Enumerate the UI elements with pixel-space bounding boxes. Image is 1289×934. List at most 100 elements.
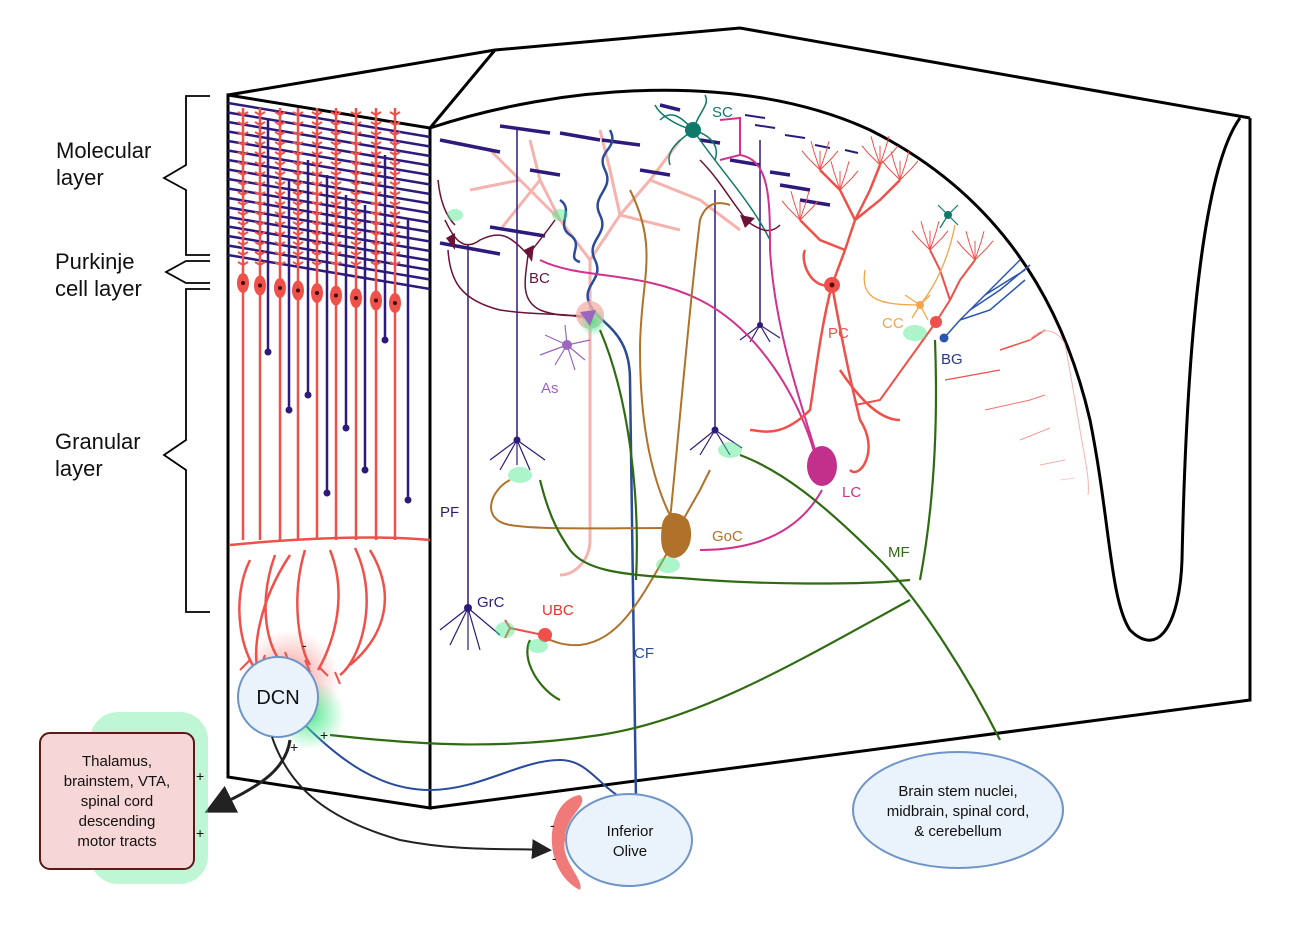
granule-axon-terminal <box>323 489 331 497</box>
purkinje-column <box>254 108 266 540</box>
granular-layer-label: Granular layer <box>55 428 141 482</box>
svg-text:+: + <box>320 727 328 743</box>
granule-axon-terminal <box>404 496 412 504</box>
basket-cell <box>437 179 591 319</box>
thalamus-line: Thalamus, <box>81 753 153 770</box>
label-bg: BG <box>941 351 963 368</box>
purkinje-column <box>311 108 323 540</box>
molecular-layer-label: Molecular layer <box>56 137 151 191</box>
granular-line-1: Granular <box>55 429 141 454</box>
purkinje-column <box>350 108 362 540</box>
parallel-fiber-line <box>227 168 431 205</box>
parallel-fiber-line <box>227 120 431 158</box>
dcn-to-thalamus-arrow <box>204 739 292 813</box>
thalamus-line: descending <box>78 813 156 830</box>
label-grc: GrC <box>477 594 505 611</box>
brainstem-node[interactable] <box>852 751 1064 869</box>
parallel-fiber-dashes-top <box>744 114 859 154</box>
olive-line: Olive <box>612 843 648 860</box>
ubc-cell-soma <box>538 628 552 642</box>
label-pf: PF <box>440 504 459 521</box>
granular-line-2: layer <box>55 456 103 481</box>
purkinje-line-2: cell layer <box>55 276 142 301</box>
purkinje-column <box>274 108 286 540</box>
fading-purkinje-trees <box>1029 330 1089 496</box>
stellate-cell-2 <box>937 204 959 229</box>
olive-inhibitory-crescent <box>551 795 583 890</box>
label-cc: CC <box>882 315 904 332</box>
purkinje-layer-label: Purkinje cell layer <box>55 248 142 302</box>
thalamus-line: spinal cord <box>80 793 154 810</box>
parallel-fiber-line <box>227 101 431 139</box>
sign-labels: - + + + + - - <box>196 637 557 866</box>
granule-axon-terminal <box>304 391 312 399</box>
brainstem-line: & cerebellum <box>914 823 1002 840</box>
label-bc: BC <box>529 270 550 287</box>
molecular-line-2: layer <box>56 165 104 190</box>
ubc-cell <box>504 619 544 639</box>
purkinje-cell-small <box>854 249 976 406</box>
thalamus-line: motor tracts <box>77 833 157 850</box>
climbing-fiber-to-dcn <box>304 724 631 803</box>
purkinje-column <box>237 108 249 540</box>
inferior-olive-text: Inferior Olive <box>580 822 680 862</box>
granule-axon-grid <box>264 120 412 504</box>
dcn-to-olive-arrow <box>271 736 552 860</box>
label-as: As <box>541 380 559 397</box>
mossy-fibers <box>329 329 1001 746</box>
label-cf: CF <box>634 645 654 662</box>
label-mf: MF <box>888 544 910 561</box>
svg-text:-: - <box>550 817 555 833</box>
climbing-fiber <box>559 129 638 801</box>
svg-text:+: + <box>196 825 204 841</box>
parallel-fiber-line <box>227 158 431 196</box>
granule-axon-terminal <box>342 424 350 432</box>
svg-text:+: + <box>290 739 298 755</box>
parallel-fiber-line <box>227 149 431 186</box>
synaptic-glows <box>447 209 927 653</box>
svg-text:-: - <box>552 850 557 866</box>
label-goc: GoC <box>712 528 743 545</box>
inferior-olive-node[interactable] <box>565 793 693 887</box>
lugaro-cell-soma <box>807 446 837 486</box>
purkinje-brace <box>164 260 210 284</box>
dcn-node[interactable] <box>237 656 319 738</box>
parallel-fiber-grid <box>227 101 431 291</box>
molecular-line-1: Molecular <box>56 138 152 163</box>
lugaro-cell-processes <box>539 116 823 551</box>
granule-cell-somas <box>464 322 763 612</box>
svg-text:-: - <box>302 637 307 653</box>
granule-axon-terminal <box>285 406 293 414</box>
granule-axon-terminal <box>264 348 272 356</box>
granule-axon-terminal <box>381 336 389 344</box>
parallel-fiber-line <box>227 139 431 177</box>
tissue-block <box>226 26 1252 810</box>
molecular-brace <box>162 95 210 256</box>
granule-ascending-axons <box>467 130 761 605</box>
olive-line: Inferior <box>606 823 654 840</box>
stellate-cell-2-soma <box>944 211 952 219</box>
golgi-cell-soma <box>661 513 692 558</box>
purkinje-column <box>389 108 401 540</box>
granule-axon-terminal <box>361 466 369 474</box>
thalamus-box[interactable] <box>39 732 195 870</box>
thalamus-line: brainstem, VTA, <box>63 773 171 790</box>
astrocyte-soma <box>562 340 572 350</box>
label-ubc: UBC <box>542 602 574 619</box>
candelabrum-cell <box>863 224 956 321</box>
parallel-fiber-line <box>227 130 431 167</box>
granular-brace <box>162 288 210 613</box>
block-top-ridge <box>428 49 497 129</box>
granule-cell-dendrites <box>439 324 781 651</box>
block-top-face <box>227 26 1251 120</box>
purkinje-dendritic-tree-main <box>469 129 741 577</box>
label-lc: LC <box>842 484 861 501</box>
purkinje-column-grid <box>237 108 401 540</box>
label-sc: SC <box>712 104 733 121</box>
bergmann-glia-soma <box>939 333 949 343</box>
basket-cell-somas <box>446 233 534 262</box>
purkinje-cell-pc-nucleus <box>829 282 835 288</box>
basket-cell-2-soma <box>740 215 755 228</box>
fading-purkinje-cells <box>944 329 1076 481</box>
